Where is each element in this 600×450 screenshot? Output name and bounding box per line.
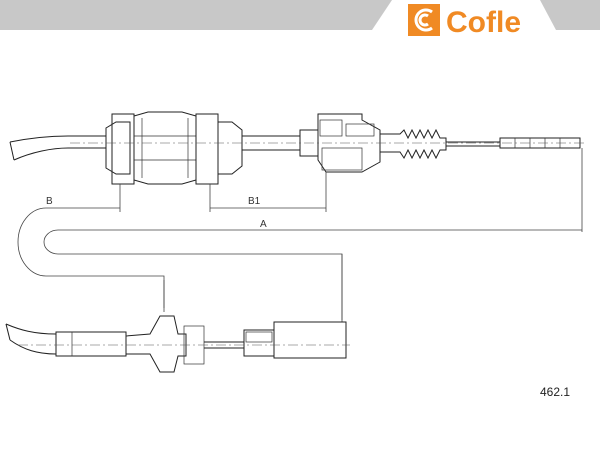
dimension-b-label: B	[46, 196, 53, 207]
dimension-a-label: A	[260, 219, 267, 230]
logo-mark-rings	[414, 8, 433, 32]
lower-cable-sheath-end	[5, 323, 11, 341]
end-terminal	[243, 329, 275, 357]
dimension-lines: B B1 A	[17, 148, 583, 322]
lower-cable-sheath	[5, 323, 57, 355]
terminal-thread	[245, 331, 273, 343]
rubber-boot	[380, 128, 447, 160]
lower-ferrule	[55, 331, 127, 357]
dimension-b-line	[17, 207, 165, 308]
part-number: 462.1	[540, 385, 570, 399]
adjuster-thread	[345, 123, 375, 137]
upper-cable-sheath	[9, 135, 106, 161]
adjuster-body	[317, 113, 381, 173]
dimension-b1-label: B1	[248, 196, 261, 207]
header-banner	[0, 0, 392, 30]
mounting-flange	[125, 315, 187, 373]
upper-cable-assembly	[9, 111, 585, 185]
header-banner-right	[540, 0, 600, 30]
damper-body	[133, 111, 197, 185]
adjuster-nut	[321, 147, 363, 171]
lower-cable-assembly	[5, 315, 350, 373]
adjuster-thread	[319, 119, 343, 137]
upper-cable-sheath-end	[9, 141, 15, 161]
brand-logo: Cofle	[408, 4, 521, 39]
brand-name: Cofle	[446, 6, 521, 39]
left-fitting	[105, 121, 131, 175]
right-fitting	[217, 121, 243, 175]
right-collar	[195, 113, 219, 185]
dimension-a-line	[43, 229, 582, 320]
end-terminal-sleeve	[273, 321, 347, 359]
